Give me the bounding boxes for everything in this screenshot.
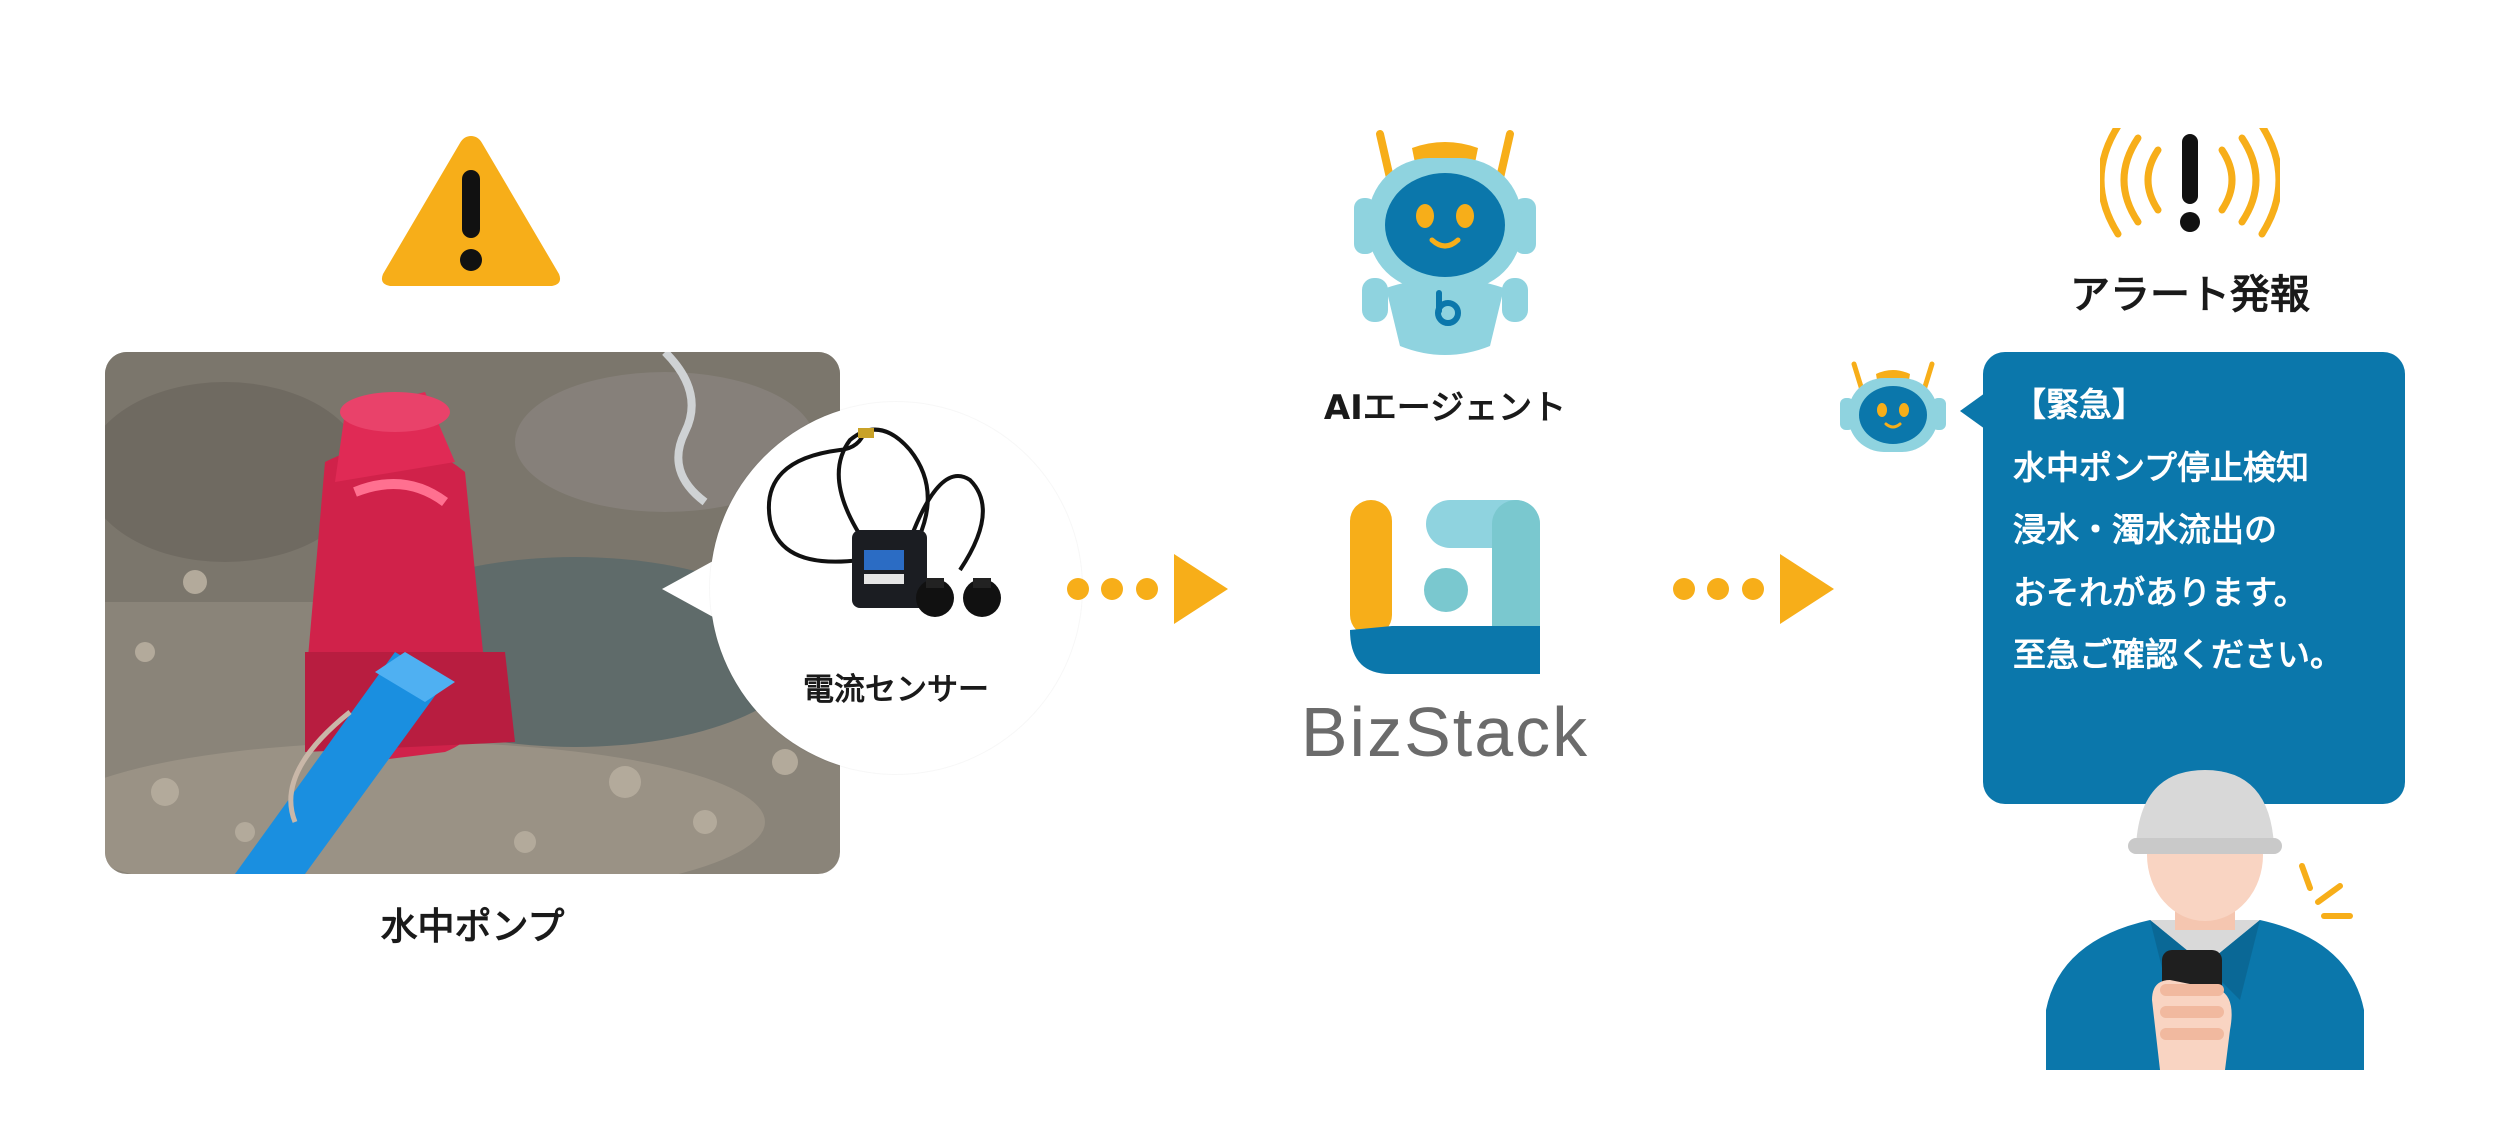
alert-message-box <box>1983 352 2405 804</box>
warning-triangle-icon <box>381 136 561 286</box>
ai-robot-icon <box>1354 130 1536 355</box>
dotted-arrow-icon <box>1067 554 1228 624</box>
alert-bubble-tail <box>1960 393 1985 429</box>
alert-message: 【緊急】 水中ポンプ停止検知 浸水・濁水流出の おそれがあります。 至急ご確認く… <box>2013 374 2393 687</box>
alert-title: アラート発報 <box>2070 272 2310 318</box>
ai-agent-label: AIエージェント <box>1323 388 1567 428</box>
alert-signal-icon <box>2100 128 2280 238</box>
surprise-lines-icon <box>2299 863 2353 919</box>
bizstack-logo-icon <box>1350 500 1540 674</box>
pump-label: 水中ポンプ <box>380 905 565 948</box>
current-sensor-image <box>766 427 1001 617</box>
alert-message-line: おそれがあります。 <box>2013 572 2307 612</box>
alert-message-line: 【緊急】 <box>2013 385 2145 424</box>
robot-avatar-icon <box>1840 361 1946 452</box>
dotted-arrow-icon <box>1673 554 1834 624</box>
alert-message-line: 水中ポンプ停止検知 <box>2013 447 2310 487</box>
bizstack-wordmark: BizStack <box>1300 693 1590 771</box>
sensor-label: 電流センサー <box>803 672 989 708</box>
alert-message-line: 浸水・濁水流出の <box>2013 510 2277 549</box>
alert-message-line: 至急ご確認ください。 <box>2013 635 2343 674</box>
worker-with-phone-illustration <box>2046 770 2364 1070</box>
